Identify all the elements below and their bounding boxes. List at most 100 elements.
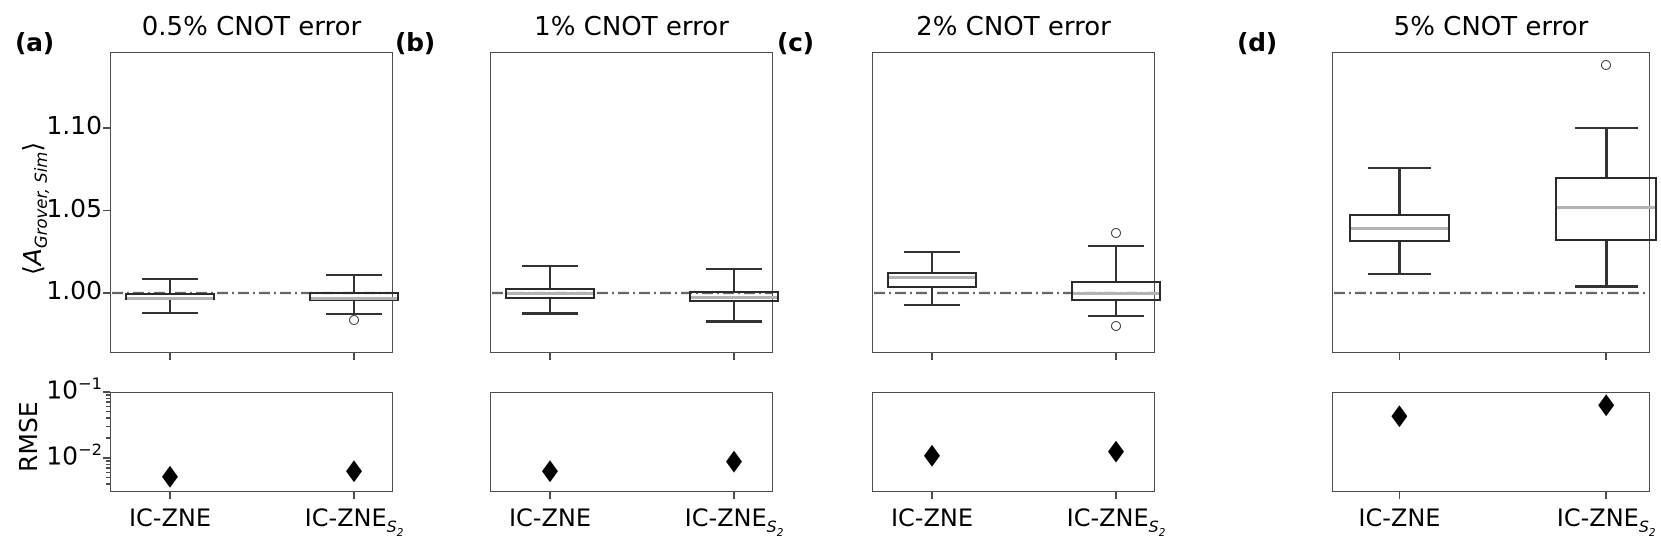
whisker-cap-upper-1-0 — [521, 264, 579, 268]
x-tick-rmse-2-0 — [931, 492, 933, 499]
box-3-0 — [1348, 213, 1451, 242]
whisker-cap-lower-0-1 — [325, 312, 383, 316]
y-tick-label-1.10: 1.10 — [46, 111, 102, 140]
main-axes-2 — [872, 52, 1155, 353]
whisker-lower-3-1 — [1605, 241, 1608, 287]
median-3-1 — [1557, 205, 1656, 209]
main-axes-3 — [1332, 52, 1650, 353]
outlier-2-1-0 — [1111, 227, 1121, 238]
rmse-axes-3 — [1332, 392, 1650, 492]
x-tick-main-3-1 — [1605, 353, 1607, 360]
x-tick-rmse-2-1 — [1115, 492, 1117, 499]
reference-line-3 — [1333, 291, 1649, 295]
whisker-lower-1-0 — [548, 298, 552, 314]
y-minor-tick-rmse — [106, 467, 110, 469]
y-tick-label-1.00: 1.00 — [46, 276, 102, 305]
x-tick-main-1-1 — [733, 353, 735, 360]
y-minor-tick-rmse — [106, 397, 110, 399]
whisker-lower-0-0 — [168, 300, 172, 313]
rmse-axes-1 — [490, 392, 773, 492]
x-tick-rmse-0-0 — [169, 492, 171, 499]
box-1-0 — [504, 287, 596, 299]
whisker-cap-upper-1-1 — [705, 267, 763, 271]
rmse-marker-0-0 — [161, 465, 178, 488]
y-tick-mark — [103, 209, 110, 212]
x-tick-main-2-0 — [931, 353, 933, 360]
y-minor-tick-rmse — [106, 463, 110, 465]
whisker-cap-lower-2-1 — [1087, 314, 1145, 318]
panel-title-2: 2% CNOT error — [916, 12, 1111, 42]
x-tick-label-1-0: IC-ZNE — [508, 504, 592, 532]
y-tick-label-rmse-0.1: 10−1 — [46, 374, 102, 405]
y-tick-mark — [103, 127, 110, 129]
x-tick-main-2-1 — [1115, 353, 1117, 360]
x-tick-rmse-0-1 — [353, 492, 355, 499]
rmse-marker-2-1 — [1108, 440, 1124, 463]
whisker-upper-1-0 — [548, 265, 552, 288]
main-axes-0 — [110, 52, 393, 353]
x-tick-label-2-1: IC-ZNES2 — [1066, 504, 1166, 539]
whisker-cap-upper-2-0 — [903, 250, 961, 254]
panel-letter-c: (c) — [777, 28, 814, 57]
whisker-cap-lower-2-0 — [903, 303, 961, 307]
rmse-marker-3-1 — [1598, 394, 1615, 417]
whisker-cap-lower-1-1 — [705, 320, 763, 323]
whisker-cap-lower-3-1 — [1574, 285, 1638, 288]
y-minor-tick-rmse — [106, 405, 110, 408]
x-tick-rmse-1-0 — [549, 492, 551, 499]
y-minor-tick-rmse — [106, 471, 110, 474]
box-1-1 — [688, 291, 780, 303]
rmse-marker-1-0 — [541, 460, 558, 483]
y-tick-mark-rmse — [103, 391, 110, 393]
whisker-upper-0-1 — [353, 275, 356, 292]
main-axes-1 — [490, 52, 773, 353]
box-2-1 — [1070, 280, 1162, 301]
whisker-lower-2-0 — [930, 287, 934, 305]
whisker-cap-upper-0-0 — [141, 277, 199, 281]
x-tick-main-3-0 — [1398, 353, 1401, 360]
y-minor-tick-rmse — [106, 425, 110, 428]
whisker-upper-3-1 — [1605, 128, 1608, 177]
whisker-cap-upper-3-0 — [1367, 166, 1431, 170]
panel-letter-a: (a) — [15, 28, 54, 57]
x-tick-rmse-3-1 — [1605, 492, 1607, 499]
rmse-axes-2 — [872, 392, 1155, 492]
whisker-upper-2-1 — [1115, 245, 1118, 281]
y-minor-tick-rmse — [106, 401, 110, 403]
y-minor-tick-rmse — [106, 411, 110, 413]
x-tick-label-0-0: IC-ZNE — [128, 504, 212, 532]
y-minor-tick-rmse — [106, 394, 110, 396]
outlier-0-1-0 — [349, 315, 359, 326]
whisker-upper-3-0 — [1398, 167, 1401, 214]
panel-title-3: 5% CNOT error — [1393, 12, 1589, 42]
y-minor-tick-rmse — [106, 477, 110, 479]
median-1-1 — [690, 295, 778, 299]
box-2-0 — [886, 272, 978, 288]
y-minor-tick-rmse — [106, 417, 110, 419]
median-1-0 — [506, 291, 594, 295]
x-tick-rmse-3-0 — [1398, 492, 1401, 499]
x-tick-label-3-1: IC-ZNES2 — [1556, 504, 1656, 539]
whisker-lower-0-1 — [353, 300, 356, 314]
y-tick-mark-rmse — [103, 457, 110, 459]
rmse-axes-0 — [110, 392, 393, 492]
whisker-upper-1-1 — [733, 268, 736, 292]
x-tick-label-3-0: IC-ZNE — [1358, 504, 1441, 532]
whisker-upper-2-0 — [930, 251, 934, 273]
whisker-cap-upper-0-1 — [325, 273, 383, 277]
median-0-1 — [310, 297, 398, 301]
panel-letter-d: (d) — [1237, 28, 1277, 57]
whisker-cap-lower-1-0 — [521, 312, 579, 315]
x-tick-main-0-1 — [353, 353, 355, 360]
panel-letter-b: (b) — [395, 28, 435, 57]
median-3-0 — [1350, 227, 1449, 231]
median-0-0 — [126, 297, 214, 301]
whisker-lower-2-1 — [1115, 300, 1118, 316]
x-tick-label-2-0: IC-ZNE — [890, 504, 974, 532]
rmse-marker-1-1 — [726, 450, 742, 473]
outlier-3-1-0 — [1601, 60, 1612, 71]
rmse-marker-0-1 — [346, 460, 362, 483]
y-minor-tick-rmse — [106, 460, 110, 462]
panel-title-0: 0.5% CNOT error — [141, 12, 362, 42]
